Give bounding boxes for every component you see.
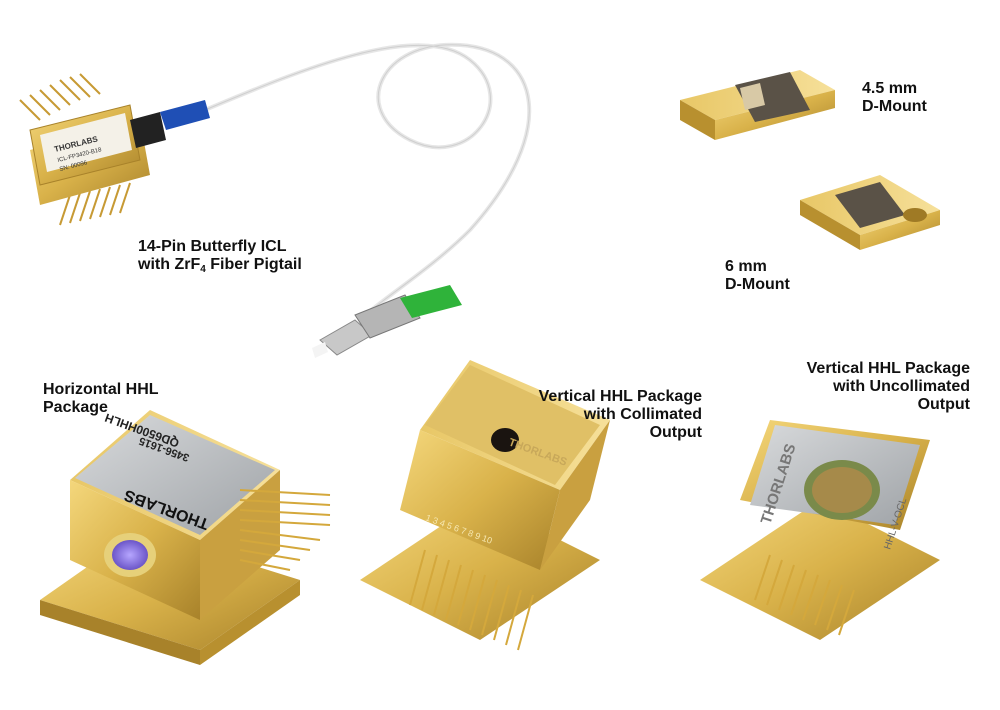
hhl-vertical-collimated-package [360, 360, 610, 651]
hhl-horizontal-package [40, 410, 331, 665]
butterfly-label-line1: 14-Pin Butterfly ICL [138, 238, 287, 255]
fc-connector [312, 285, 462, 358]
butterfly-label-line2: with ZrF4 Fiber Pigtail [138, 256, 302, 275]
hhl-vertical-uncollimated-label: Vertical HHL Package with Uncollimated O… [806, 360, 970, 413]
dmount-6-label: 6 mm D-Mount [725, 258, 790, 293]
dmount-4p5-label: 4.5 mm D-Mount [862, 80, 927, 115]
hhl-vertical-uncollimated-package [700, 420, 940, 640]
butterfly-label: 14-Pin Butterfly ICL with ZrF4 Fiber Pig… [138, 238, 302, 279]
dmount-4p5mm [680, 70, 835, 140]
hhl-horizontal-label: Horizontal HHL Package [43, 381, 159, 416]
dmount-6mm [800, 175, 940, 250]
hhl-vertical-collimated-label: Vertical HHL Package with Collimated Out… [538, 388, 702, 441]
butterfly-package [19, 73, 210, 226]
